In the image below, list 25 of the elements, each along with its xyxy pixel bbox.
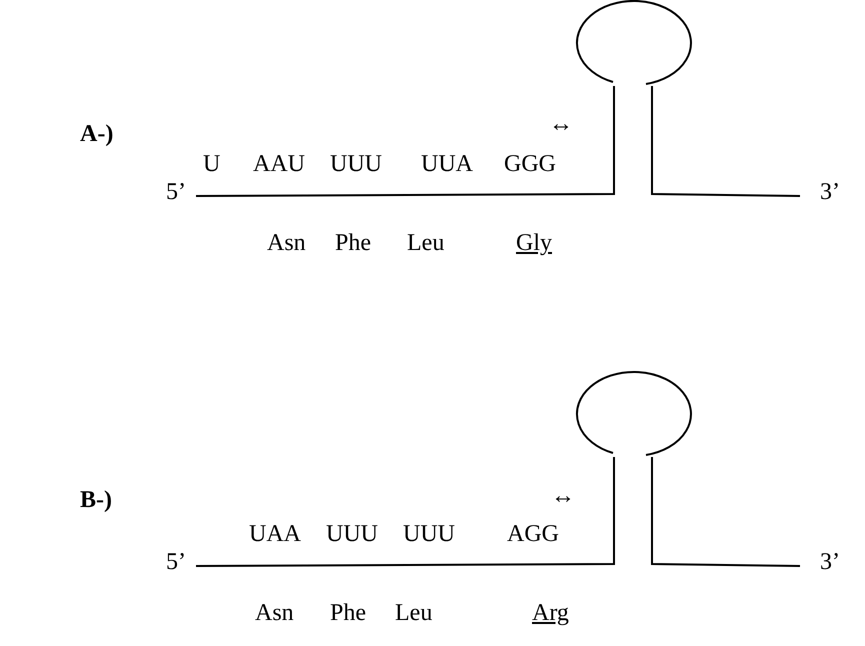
amino-acid-label: Asn (255, 601, 294, 625)
amino-acid-label: Arg (532, 601, 569, 625)
sequence-text: U (203, 152, 220, 176)
panel-label: A-) (80, 122, 114, 146)
panel-label: B-) (80, 488, 112, 512)
sequence-text: UUA (421, 152, 473, 176)
amino-acid-label: Phe (330, 601, 366, 625)
double-arrow-symbol: ↔ (551, 484, 575, 508)
end-label: 3’ (820, 180, 840, 204)
sequence-text: AGG (507, 522, 559, 546)
sequence-text: AAU (253, 152, 305, 176)
end-label: 3’ (820, 550, 840, 574)
end-label: 5’ (166, 550, 186, 574)
sequence-text: UAA (249, 522, 301, 546)
amino-acid-label: Asn (267, 231, 306, 255)
sequence-text: GGG (504, 152, 556, 176)
sequence-text: UUU (330, 152, 382, 176)
amino-acid-label: Phe (335, 231, 371, 255)
double-arrow-symbol: ↔ (549, 112, 573, 136)
sequence-text: UUU (403, 522, 455, 546)
amino-acid-label: Leu (395, 601, 432, 625)
sequence-text: UUU (326, 522, 378, 546)
amino-acid-label: Gly (516, 231, 552, 255)
end-label: 5’ (166, 180, 186, 204)
amino-acid-label: Leu (407, 231, 444, 255)
